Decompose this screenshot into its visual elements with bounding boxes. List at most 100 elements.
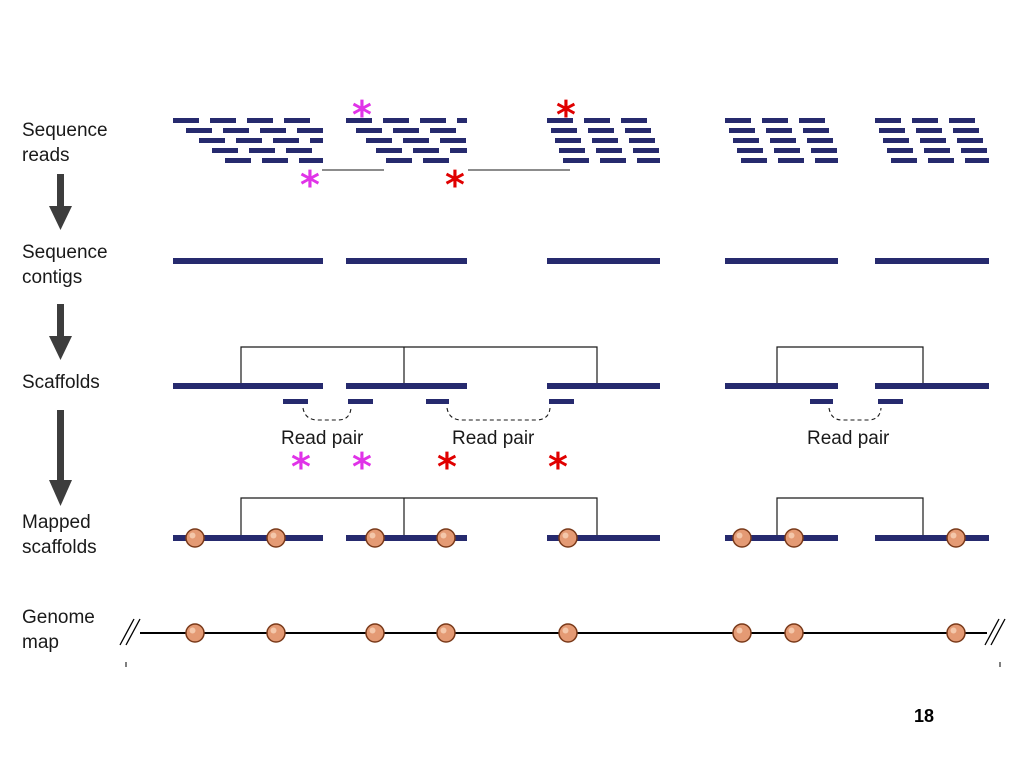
sequence-read	[423, 158, 449, 163]
marker-highlight	[562, 532, 569, 539]
sequence-read	[366, 138, 392, 143]
mapped-contig	[346, 535, 467, 541]
sequence-read	[920, 138, 946, 143]
map-marker	[558, 528, 578, 548]
sequence-read	[957, 138, 983, 143]
sequence-read	[596, 148, 622, 153]
scaffold-bracket	[240, 497, 598, 535]
sequence-read	[247, 118, 273, 123]
sequence-read	[199, 138, 225, 143]
marker-highlight	[440, 532, 447, 539]
sequence-read	[799, 118, 825, 123]
label-scaffolds: Scaffolds	[22, 372, 100, 393]
sequence-read	[762, 118, 788, 123]
marker-highlight	[788, 532, 795, 539]
magenta-asterisk: *	[352, 445, 372, 489]
sequence-read	[420, 118, 446, 123]
scaffold-contig	[725, 383, 838, 389]
sequence-read	[356, 128, 382, 133]
marker-highlight	[189, 532, 196, 539]
read-pair-label: Read pair	[281, 428, 364, 449]
sequence-read	[621, 118, 647, 123]
sequence-read	[815, 158, 838, 163]
break-mark-left	[119, 618, 141, 646]
map-marker	[784, 623, 804, 643]
sequence-read	[260, 128, 286, 133]
sequence-read	[811, 148, 837, 153]
sequence-read	[210, 118, 236, 123]
read-pair-connector	[446, 407, 551, 421]
sequence-read	[383, 118, 409, 123]
down-arrow-icon	[49, 174, 72, 230]
red-asterisk: *	[445, 163, 465, 207]
sequence-read	[225, 158, 251, 163]
marker-highlight	[270, 627, 277, 634]
sequence-read	[883, 138, 909, 143]
contig	[875, 258, 989, 264]
sequence-read	[725, 118, 751, 123]
sequence-read	[284, 118, 310, 123]
sequence-read	[592, 138, 618, 143]
asterisks: * * * * * * * *	[291, 93, 576, 489]
sequence-read	[949, 118, 975, 123]
sequence-read	[879, 128, 905, 133]
map-marker	[946, 528, 966, 548]
sequence-read	[173, 118, 199, 123]
sequence-read	[807, 138, 833, 143]
sequence-read	[766, 128, 792, 133]
sequence-read	[803, 128, 829, 133]
mapped-markers	[185, 528, 966, 548]
sequence-read	[299, 158, 323, 163]
magenta-asterisk: *	[352, 93, 372, 137]
sequence-read	[629, 138, 655, 143]
map-marker	[365, 623, 385, 643]
break-mark-right	[984, 618, 1006, 646]
sequence-read	[637, 158, 660, 163]
sequence-read	[778, 158, 804, 163]
contig	[547, 258, 660, 264]
read-pair-label: Read pair	[807, 428, 890, 449]
read-pair-end	[283, 399, 308, 404]
sequence-read	[551, 128, 577, 133]
sequence-read	[891, 158, 917, 163]
sequence-read	[600, 158, 626, 163]
sequence-read	[386, 158, 412, 163]
read-pair-end	[878, 399, 903, 404]
sequence-read	[262, 158, 288, 163]
sequence-read	[733, 138, 759, 143]
sequence-read	[774, 148, 800, 153]
map-marker	[784, 528, 804, 548]
sequence-read	[588, 128, 614, 133]
sequence-read	[297, 128, 323, 133]
red-asterisk: *	[437, 445, 457, 489]
sequence-read	[273, 138, 299, 143]
sequence-read	[186, 128, 212, 133]
read-pair-end	[549, 399, 574, 404]
sequence-read	[887, 148, 913, 153]
genome-map	[119, 618, 1006, 667]
sequence-read	[912, 118, 938, 123]
scaffold-bracket	[776, 497, 924, 535]
sequence-read	[286, 148, 312, 153]
sequence-read	[875, 118, 901, 123]
sequence-read	[961, 148, 987, 153]
map-marker	[266, 623, 286, 643]
sequence-read	[584, 118, 610, 123]
mapped-contig	[547, 535, 660, 541]
sequence-read	[547, 118, 573, 123]
sequence-read	[310, 138, 323, 143]
row-labels: Sequence reads Sequence contigs Scaffold…	[22, 120, 108, 653]
marker-highlight	[788, 627, 795, 634]
marker-highlight	[736, 532, 743, 539]
read-pair-label: Read pair	[452, 428, 535, 449]
sequence-read	[633, 148, 659, 153]
sequence-read	[741, 158, 767, 163]
mapped-scaffolds	[173, 497, 989, 548]
mapped-contig	[725, 535, 838, 541]
sequence-read	[729, 128, 755, 133]
scaffold-contig	[173, 383, 323, 389]
map-marker	[436, 528, 456, 548]
contig	[173, 258, 323, 264]
page-number: 18	[914, 706, 935, 726]
sequence-read	[450, 148, 467, 153]
